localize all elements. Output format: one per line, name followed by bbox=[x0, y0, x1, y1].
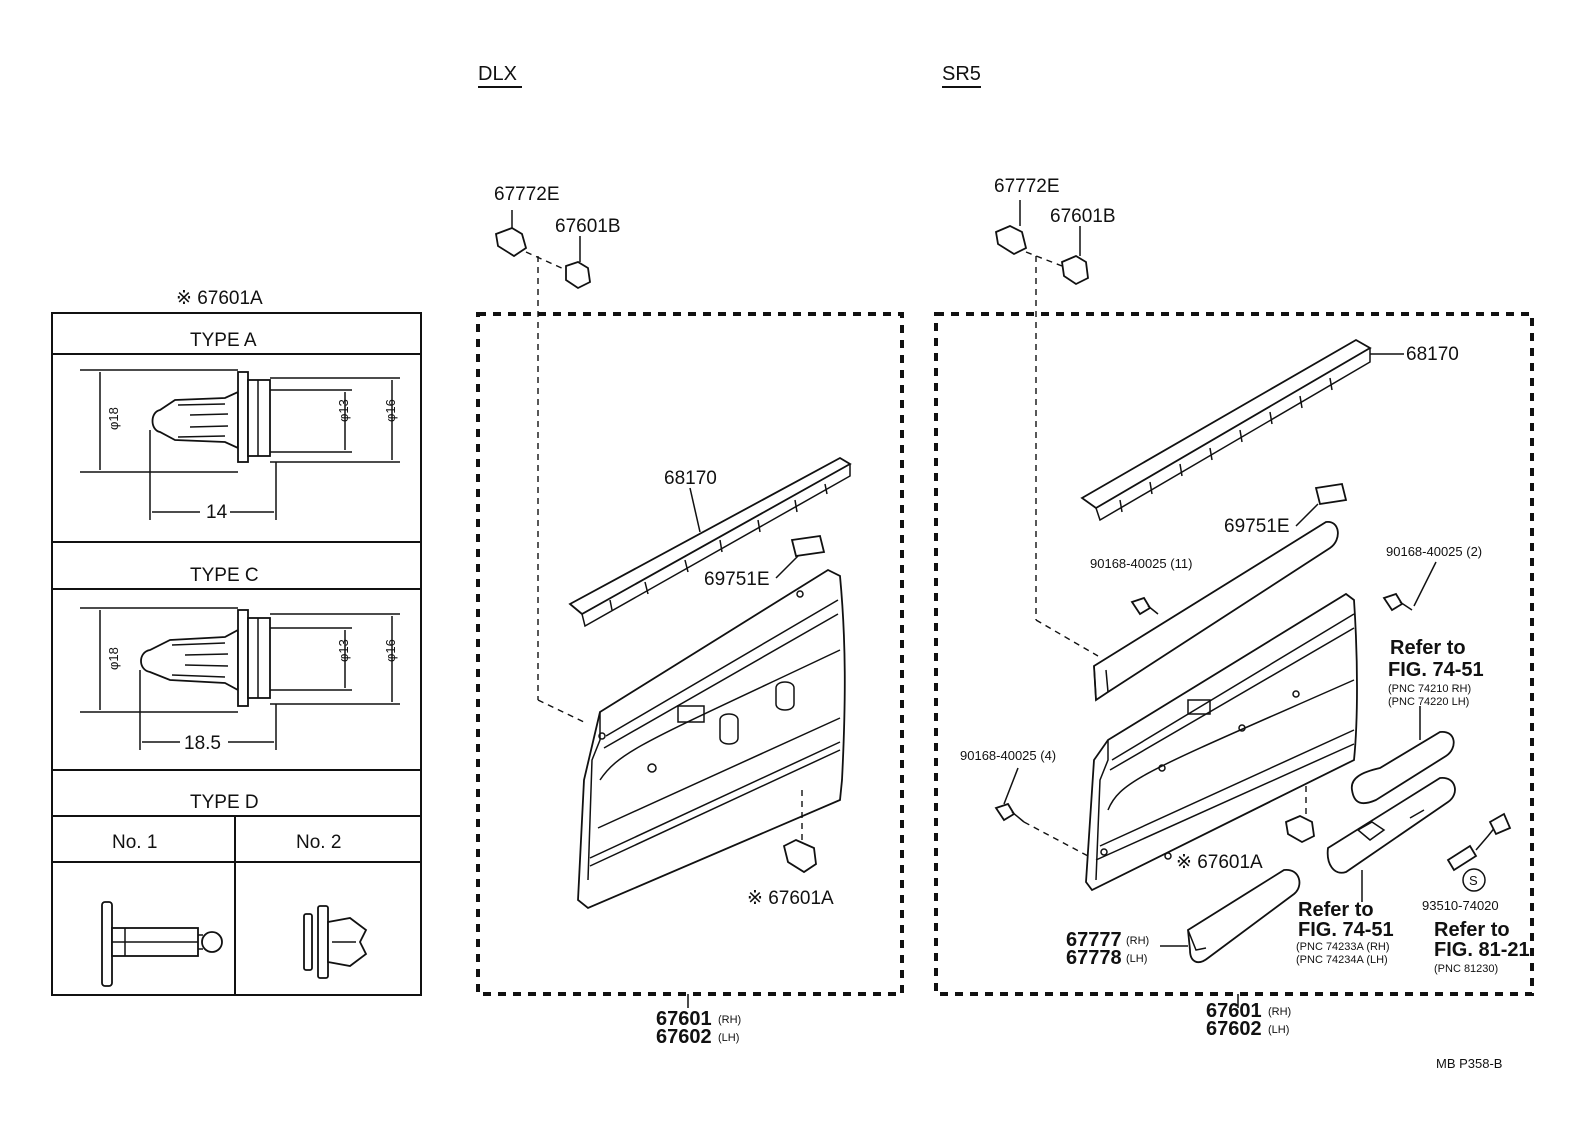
variant-sr5-heading: SR5 bbox=[942, 63, 981, 85]
sr5-ref-b-line4: (PNC 74234A (LH) bbox=[1296, 954, 1388, 966]
dlx-69751e-shape bbox=[790, 534, 826, 558]
dlx-clip-67601a-shape bbox=[782, 839, 817, 874]
sr5-label-67772e: 67772E bbox=[994, 176, 1060, 197]
sr5-label-69751e: 69751E bbox=[1224, 516, 1290, 537]
sr5-armrest-lower bbox=[1326, 777, 1456, 874]
sr5-clip-67601a-shape bbox=[1284, 815, 1315, 844]
dlx-assembly: 67772E 67601B 68170 69751E ※ 67601A bbox=[476, 184, 904, 1048]
sr5-68170-strip bbox=[1080, 338, 1372, 510]
sr5-label-67777-side: (RH) bbox=[1126, 935, 1149, 947]
type-a-clip-drawing: φ18 φ13 φ16 14 bbox=[80, 369, 400, 523]
sr5-ref-a-line3: (PNC 74210 RH) bbox=[1388, 683, 1471, 695]
dlx-label-69751e: 69751E bbox=[704, 569, 770, 590]
clip-table-title: ※ 67601A bbox=[176, 288, 263, 309]
sr5-clip-67772e-shape bbox=[994, 225, 1028, 256]
sr5-ref-c-line2: FIG. 81-21 bbox=[1434, 939, 1530, 961]
sr5-screw-4-shape bbox=[994, 802, 1016, 822]
dlx-clip-67772e-shape bbox=[494, 227, 528, 258]
sr5-door-trim-board bbox=[1085, 592, 1358, 892]
type-d-label: TYPE D bbox=[190, 792, 259, 813]
sr5-screw-2-shape bbox=[1382, 592, 1404, 612]
sr5-ref-c-line3: (PNC 81230) bbox=[1434, 963, 1498, 975]
sr5-lamp-switch-shape bbox=[1446, 844, 1478, 872]
sr5-label-screw-11: 90168-40025 (11) bbox=[1090, 556, 1192, 571]
clip-table: ※ 67601A TYPE A TYPE C TYPE D No. 1 No. … bbox=[51, 288, 422, 996]
sr5-label-67778: 67778 bbox=[1066, 947, 1122, 969]
type-c-label: TYPE C bbox=[190, 565, 259, 586]
type-d-no1-drawing bbox=[101, 901, 223, 987]
type-c-dim-shank: φ13 bbox=[336, 639, 351, 662]
sr5-ref-b-line3: (PNC 74233A (RH) bbox=[1296, 941, 1390, 953]
sr5-clip-67601b-shape bbox=[1061, 254, 1089, 286]
sr5-ref-c-line1: Refer to bbox=[1434, 919, 1510, 941]
sr5-ref-a-line2: FIG. 74-51 bbox=[1388, 659, 1484, 681]
sr5-assembly: 67772E 67601B 68170 69751E 90168-40025 (… bbox=[934, 176, 1534, 1040]
dlx-label-67772e: 67772E bbox=[494, 184, 560, 205]
type-d-no1-label: No. 1 bbox=[112, 832, 157, 853]
sr5-label-67601: 67601 bbox=[1206, 1000, 1262, 1022]
dlx-door-trim-board-outline bbox=[476, 312, 904, 996]
sr5-lamp-connector-shape bbox=[1488, 812, 1512, 836]
type-c-dim-head: φ18 bbox=[106, 647, 121, 670]
dlx-label-67601b: 67601B bbox=[555, 216, 621, 237]
dlx-label-67601: 67601 bbox=[656, 1008, 712, 1030]
dlx-label-67601-side: (RH) bbox=[718, 1014, 741, 1026]
dlx-door-trim-board bbox=[577, 568, 846, 910]
sr5-pull-handle bbox=[1187, 869, 1301, 964]
sr5-upper-pad bbox=[1093, 521, 1339, 702]
type-a-dim-head: φ18 bbox=[106, 407, 121, 430]
sr5-screw-11-shape bbox=[1130, 596, 1152, 616]
type-a-dim-collar: φ16 bbox=[383, 399, 398, 422]
sr5-armrest-upper bbox=[1350, 731, 1455, 805]
dlx-label-68170: 68170 bbox=[664, 468, 717, 489]
dlx-label-67602-side: (LH) bbox=[718, 1032, 739, 1044]
type-c-clip-drawing: φ18 φ13 φ16 18.5 bbox=[80, 607, 400, 754]
sr5-69751e-shape bbox=[1314, 482, 1348, 506]
sr5-label-67602-side: (LH) bbox=[1268, 1024, 1289, 1036]
dlx-label-67601a: ※ 67601A bbox=[747, 888, 834, 909]
sr5-ref-a-line1: Refer to bbox=[1390, 637, 1466, 659]
dlx-clip-67601b-shape bbox=[565, 261, 591, 290]
dlx-label-67602: 67602 bbox=[656, 1026, 712, 1048]
sr5-label-68170: 68170 bbox=[1406, 344, 1459, 365]
clip-table-frame bbox=[51, 312, 422, 996]
sr5-label-67778-side: (LH) bbox=[1126, 953, 1147, 965]
sr5-label-67777: 67777 bbox=[1066, 929, 1122, 951]
type-a-label: TYPE A bbox=[190, 330, 257, 351]
sr5-ref-b-line2: FIG. 74-51 bbox=[1298, 919, 1394, 941]
type-d-no2-label: No. 2 bbox=[296, 832, 341, 853]
sr5-door-trim-board-outline bbox=[934, 312, 1534, 996]
sr5-label-67601a: ※ 67601A bbox=[1176, 852, 1263, 873]
sr5-label-screw-2: 90168-40025 (2) bbox=[1386, 544, 1482, 559]
sr5-ref-b-line1: Refer to bbox=[1298, 899, 1374, 921]
sr5-ref-a-line4: (PNC 74220 LH) bbox=[1388, 696, 1469, 708]
sr5-label-93510: 93510-74020 bbox=[1422, 898, 1499, 913]
type-a-dim-shank: φ13 bbox=[336, 399, 351, 422]
type-d-no2-drawing bbox=[303, 905, 368, 979]
type-c-dim-length: 18.5 bbox=[184, 733, 221, 754]
sr5-label-67602: 67602 bbox=[1206, 1018, 1262, 1040]
figure-code: MB P358-B bbox=[1436, 1056, 1502, 1071]
sr5-label-screw-4: 90168-40025 (4) bbox=[960, 748, 1056, 763]
sr5-s-mark-circle bbox=[1462, 868, 1486, 892]
type-c-dim-collar: φ16 bbox=[383, 639, 398, 662]
variant-dlx-heading: DLX bbox=[478, 63, 517, 85]
sr5-label-67601-side: (RH) bbox=[1268, 1006, 1291, 1018]
sr5-label-67601b: 67601B bbox=[1050, 206, 1116, 227]
sr5-s-mark: S bbox=[1469, 873, 1478, 888]
type-a-dim-length: 14 bbox=[206, 502, 228, 523]
